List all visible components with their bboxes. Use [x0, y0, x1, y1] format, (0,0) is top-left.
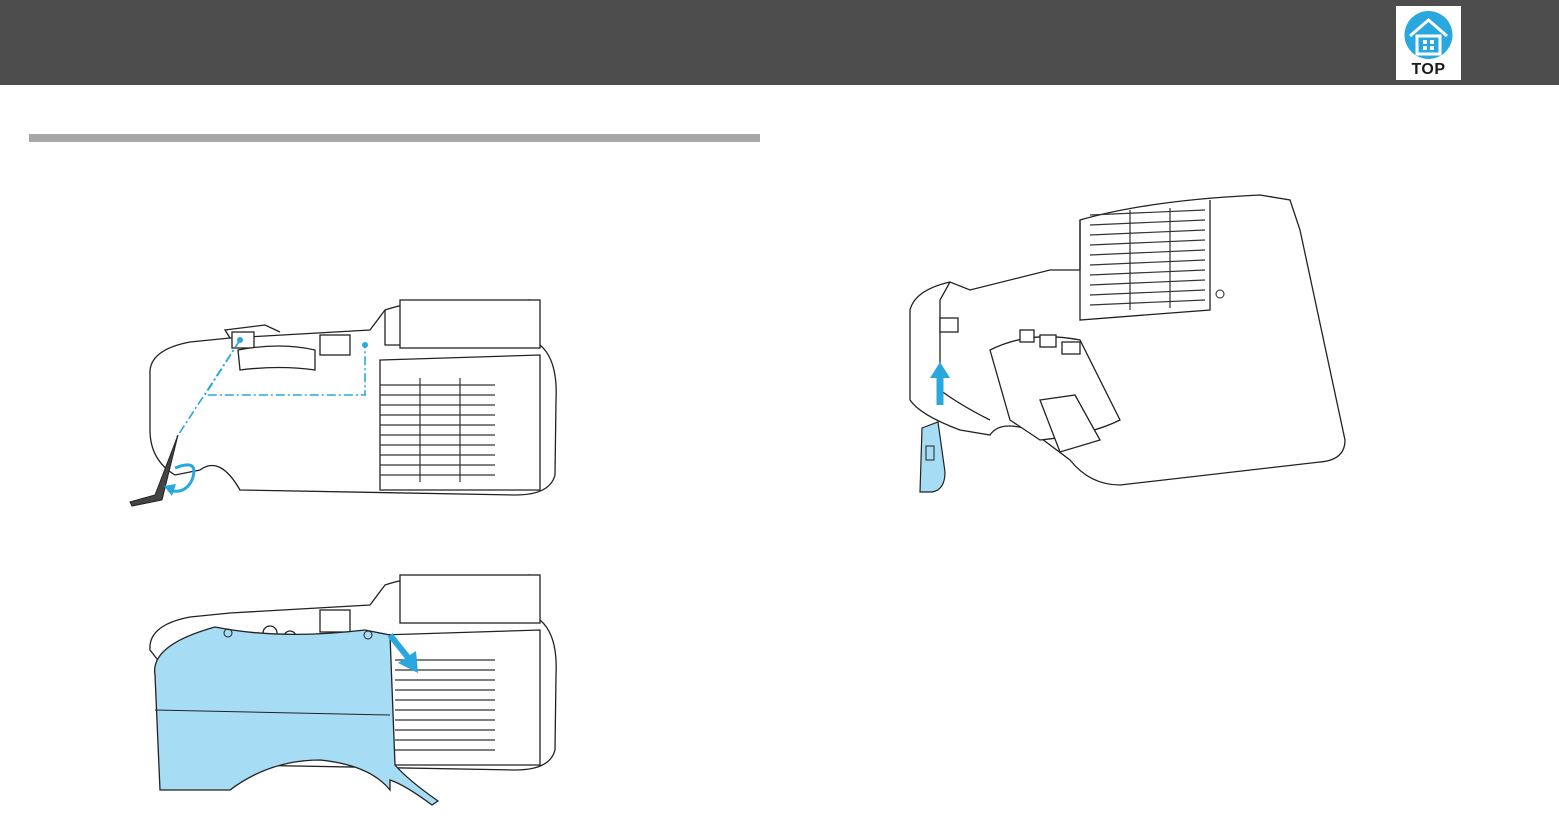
illustration-remove-usb-adapter — [890, 190, 1360, 500]
usb-adapter-icon — [920, 422, 945, 492]
top-label: TOP — [1396, 62, 1461, 78]
top-button[interactable]: TOP — [1396, 6, 1461, 80]
illustration-remove-cable-cover — [120, 565, 570, 815]
section-divider — [29, 134, 760, 142]
illustration-remove-cable-cover-screws — [120, 290, 570, 515]
header-bar: TOP — [0, 0, 1559, 85]
